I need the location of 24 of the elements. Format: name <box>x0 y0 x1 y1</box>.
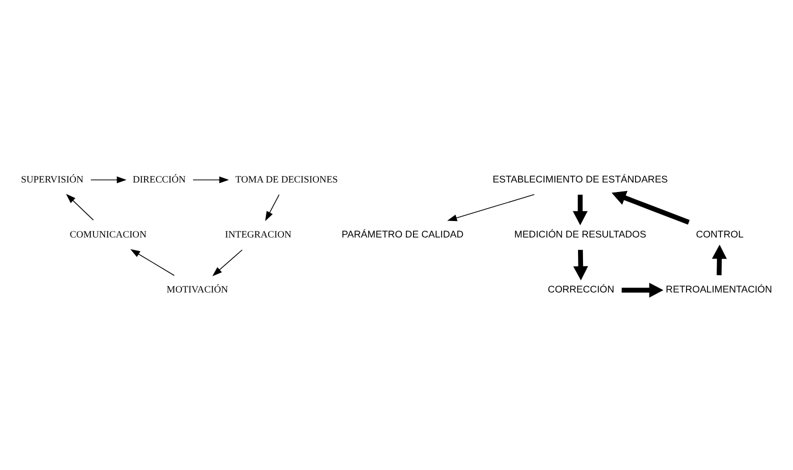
arrow <box>90 176 127 184</box>
node-text: MEDICIÓN DE RESULTADOS <box>514 230 646 241</box>
node-text: CORRECCIÓN <box>548 284 614 296</box>
node-text: TOMA DE DECISIONES <box>235 174 338 186</box>
arrow <box>66 194 94 220</box>
arrow <box>573 250 588 280</box>
node-text: ESTABLECIMIENTO DE ESTÁNDARES <box>492 174 668 186</box>
node-text: CONTROL <box>696 230 744 241</box>
arrow <box>622 282 664 298</box>
node-text: INTEGRACION <box>225 230 292 241</box>
arrow <box>712 244 727 276</box>
arrow <box>130 249 175 276</box>
node-text: DIRECCIÓN <box>132 174 186 186</box>
node-text: SUPERVISIÓN <box>20 174 84 186</box>
node-text: COMUNICACION <box>70 230 146 241</box>
arrow <box>447 194 535 222</box>
arrow <box>265 194 280 222</box>
arrow <box>572 194 588 226</box>
node-text: RETROALIMENTACIÓN <box>666 284 772 296</box>
arrow <box>612 190 690 225</box>
node-text: MOTIVACIÓN <box>166 284 228 296</box>
arrow <box>192 176 229 184</box>
node-text: PARÁMETRO DE CALIDAD <box>342 230 464 241</box>
arrow <box>212 249 243 276</box>
